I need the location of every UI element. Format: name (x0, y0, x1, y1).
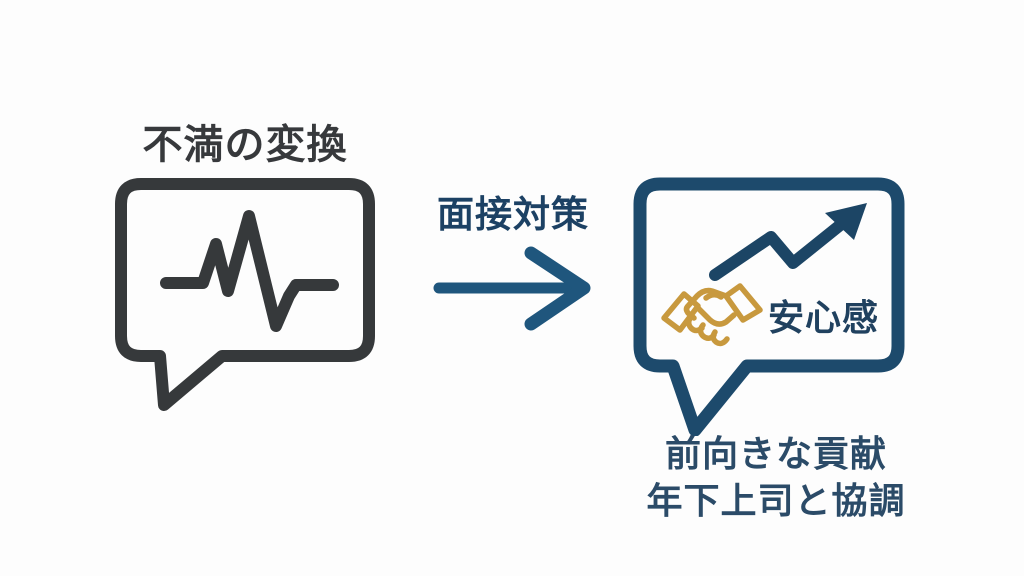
handshake-icon (661, 283, 763, 347)
transition-label: 面接対策 (437, 194, 589, 235)
caption-line-1: 前向きな貢献 (664, 433, 887, 474)
right-captions: 前向きな貢献 年下上司と協調 (630, 430, 922, 524)
complaint-speech-bubble-icon (115, 178, 375, 411)
rising-trend-arrow-icon (709, 203, 867, 281)
relief-label: 安心感 (768, 297, 880, 338)
pulse-line-icon (160, 210, 339, 332)
right-arrow-icon (433, 246, 591, 331)
arrow-head (524, 246, 591, 331)
left-bubble-title: 不満の変換 (142, 123, 348, 167)
positive-speech-bubble-icon (633, 177, 905, 436)
caption-line-2: 年下上司と協調 (646, 480, 906, 521)
speech-bubble-outline (633, 177, 905, 436)
speech-bubble-outline (115, 178, 375, 411)
